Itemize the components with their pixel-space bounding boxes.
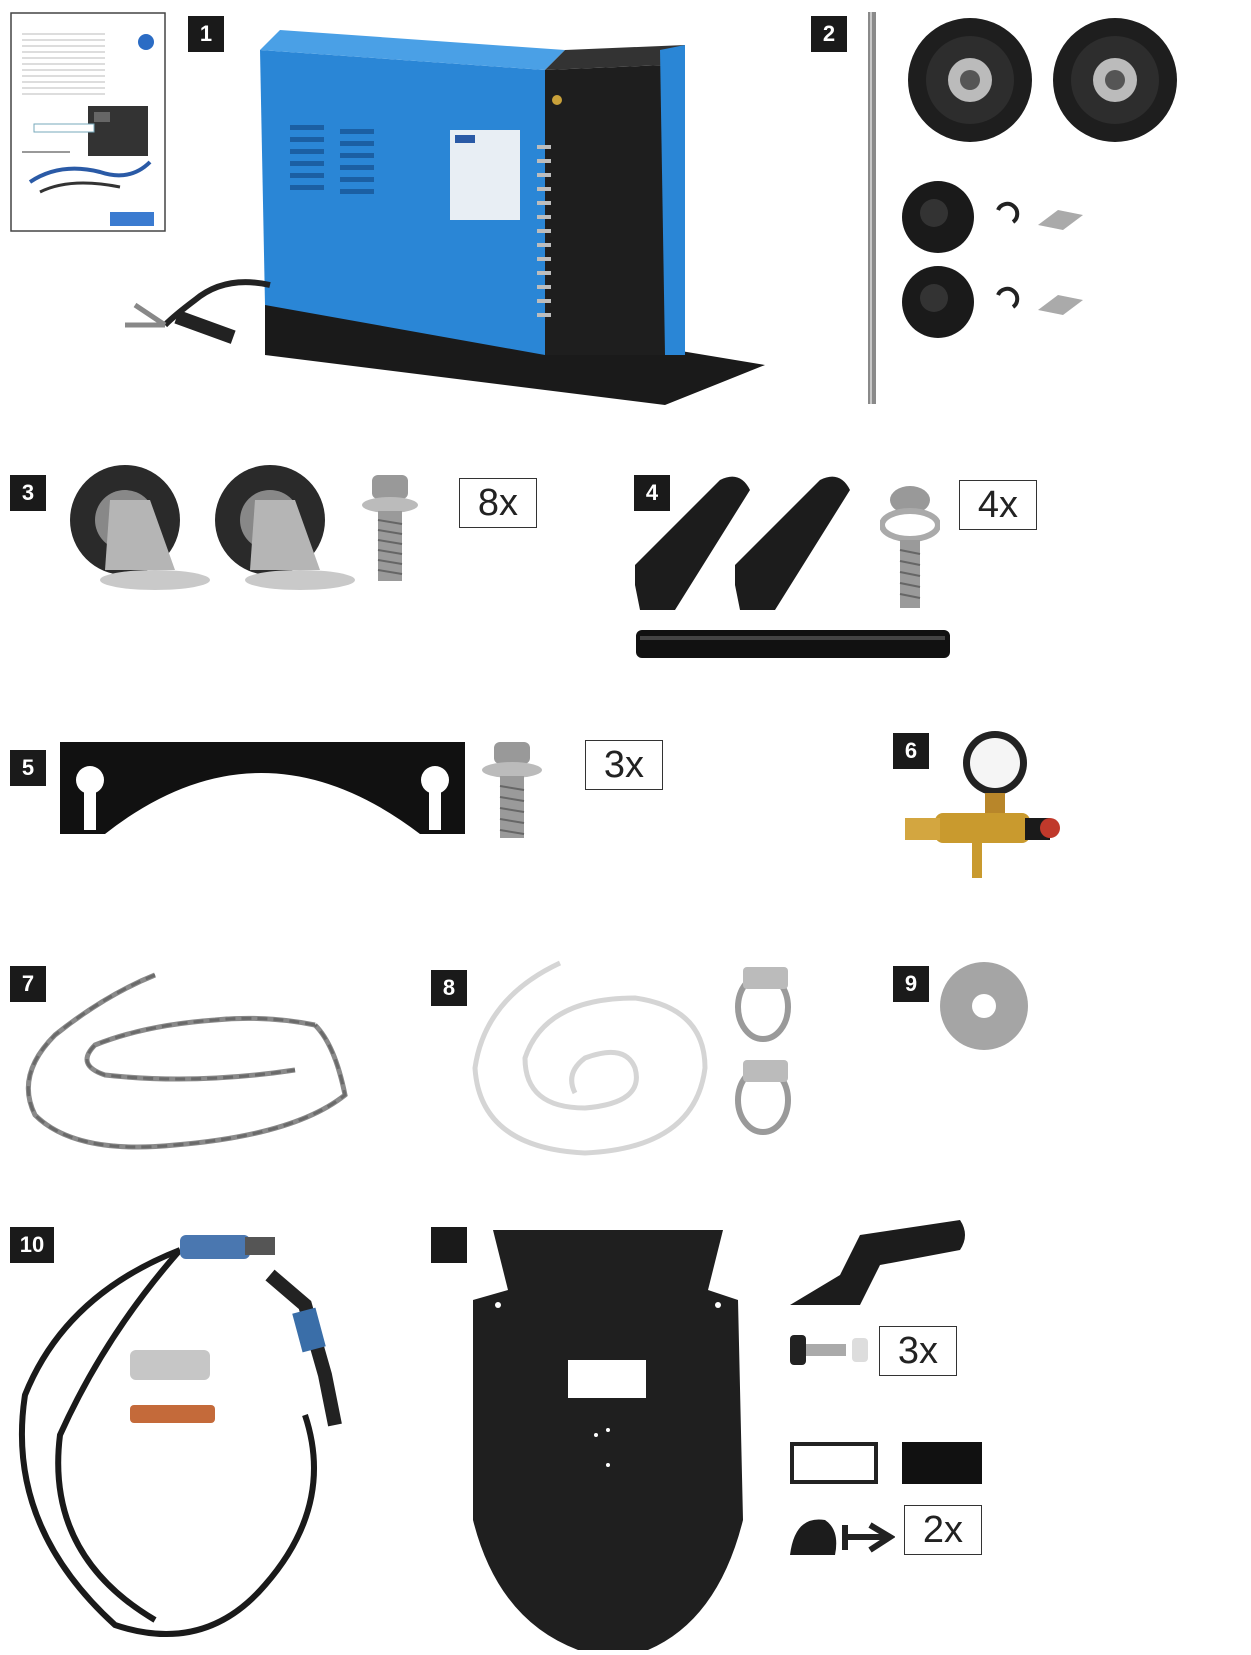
- gas-hose-icon: [465, 958, 715, 1163]
- quantity-badge: 3x: [585, 740, 663, 790]
- handle-tube-icon: [636, 628, 950, 662]
- caster-icon: [55, 460, 215, 595]
- axle-rod-icon: [865, 12, 879, 404]
- glass-frame-icon: [790, 1442, 878, 1484]
- quantity-badge: 3x: [879, 1326, 957, 1376]
- shield-handle-icon: [790, 1215, 970, 1310]
- chain-icon: [15, 965, 355, 1165]
- section-number-2: 2: [811, 16, 847, 52]
- section-number-6: 6: [893, 733, 929, 769]
- section-number-1: 1: [188, 16, 224, 52]
- welding-torch-icon: [5, 1225, 370, 1650]
- section-number-7: 7: [10, 966, 46, 1002]
- hubcap-icon: [898, 180, 1088, 255]
- section-number-4: 4: [634, 475, 670, 511]
- section-number-5: 5: [10, 750, 46, 786]
- caster-icon: [200, 460, 360, 595]
- washer-icon: [938, 960, 1030, 1052]
- screw-icon: [480, 742, 545, 842]
- section-number-8: 8: [431, 970, 467, 1006]
- section-number-10: 10: [10, 1227, 54, 1263]
- quantity-badge: 8x: [459, 478, 537, 528]
- hose-clamp-icon: [733, 1055, 798, 1140]
- clip-icon: [785, 1510, 896, 1560]
- quantity-badge: 4x: [959, 480, 1037, 530]
- bolt-nut-icon: [790, 1330, 870, 1370]
- wheel-icon: [1050, 15, 1180, 145]
- manual-booklet-icon: [10, 12, 166, 232]
- section-number-3: 3: [10, 475, 46, 511]
- hubcap-icon: [898, 265, 1088, 340]
- wheel-icon: [905, 15, 1035, 145]
- pressure-regulator-icon: [900, 728, 1065, 883]
- dark-glass-icon: [902, 1442, 982, 1484]
- quantity-badge: 2x: [904, 1505, 982, 1555]
- cylinder-bracket-icon: [60, 742, 465, 837]
- screw-icon: [879, 485, 941, 610]
- section-number-9: 9: [893, 966, 929, 1002]
- welding-shield-icon: [468, 1220, 760, 1650]
- section-number-11: [431, 1227, 467, 1263]
- screw-icon: [360, 475, 420, 585]
- welder-machine-icon: [105, 25, 765, 410]
- hose-clamp-icon: [733, 962, 798, 1047]
- handle-bracket-icon: [630, 470, 870, 620]
